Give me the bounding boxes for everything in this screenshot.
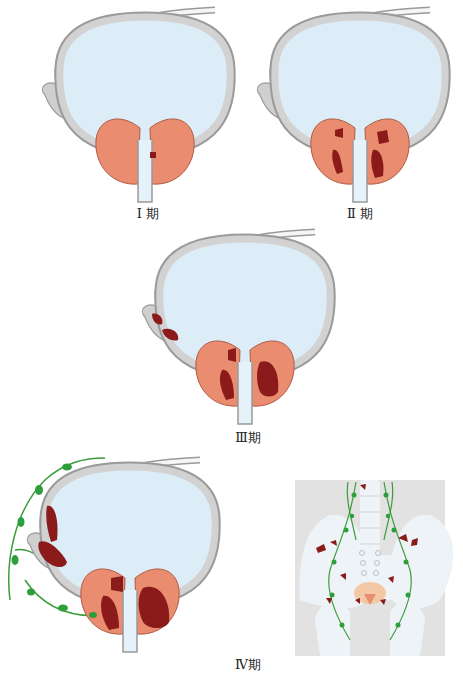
stage-label: Ⅱ 期 <box>347 205 373 223</box>
stage-label: Ⅰ 期 <box>137 205 159 223</box>
stage-label: Ⅲ期 <box>235 429 261 447</box>
stage-label: Ⅳ期 <box>235 656 261 674</box>
